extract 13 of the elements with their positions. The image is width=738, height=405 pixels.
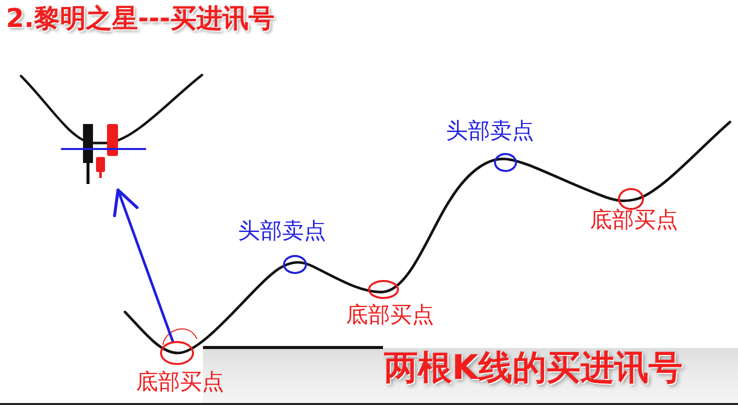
- point-label: 头部卖点: [446, 119, 534, 145]
- highlight-circle: [160, 341, 194, 365]
- highlight-circle: [368, 280, 398, 298]
- highlight-circle: [283, 254, 307, 274]
- point-label: 底部买点: [136, 370, 224, 396]
- point-label: 底部买点: [590, 208, 678, 234]
- highlight-circle: [618, 188, 644, 210]
- highlight-circle: [494, 152, 516, 172]
- diagram-title: 2.黎明之星---买进讯号: [6, 3, 274, 35]
- point-label: 头部卖点: [238, 219, 326, 245]
- point-label: 底部买点: [346, 303, 434, 329]
- caption-heading: 两根K线的买进讯号: [384, 347, 682, 389]
- arrow: [113, 188, 174, 343]
